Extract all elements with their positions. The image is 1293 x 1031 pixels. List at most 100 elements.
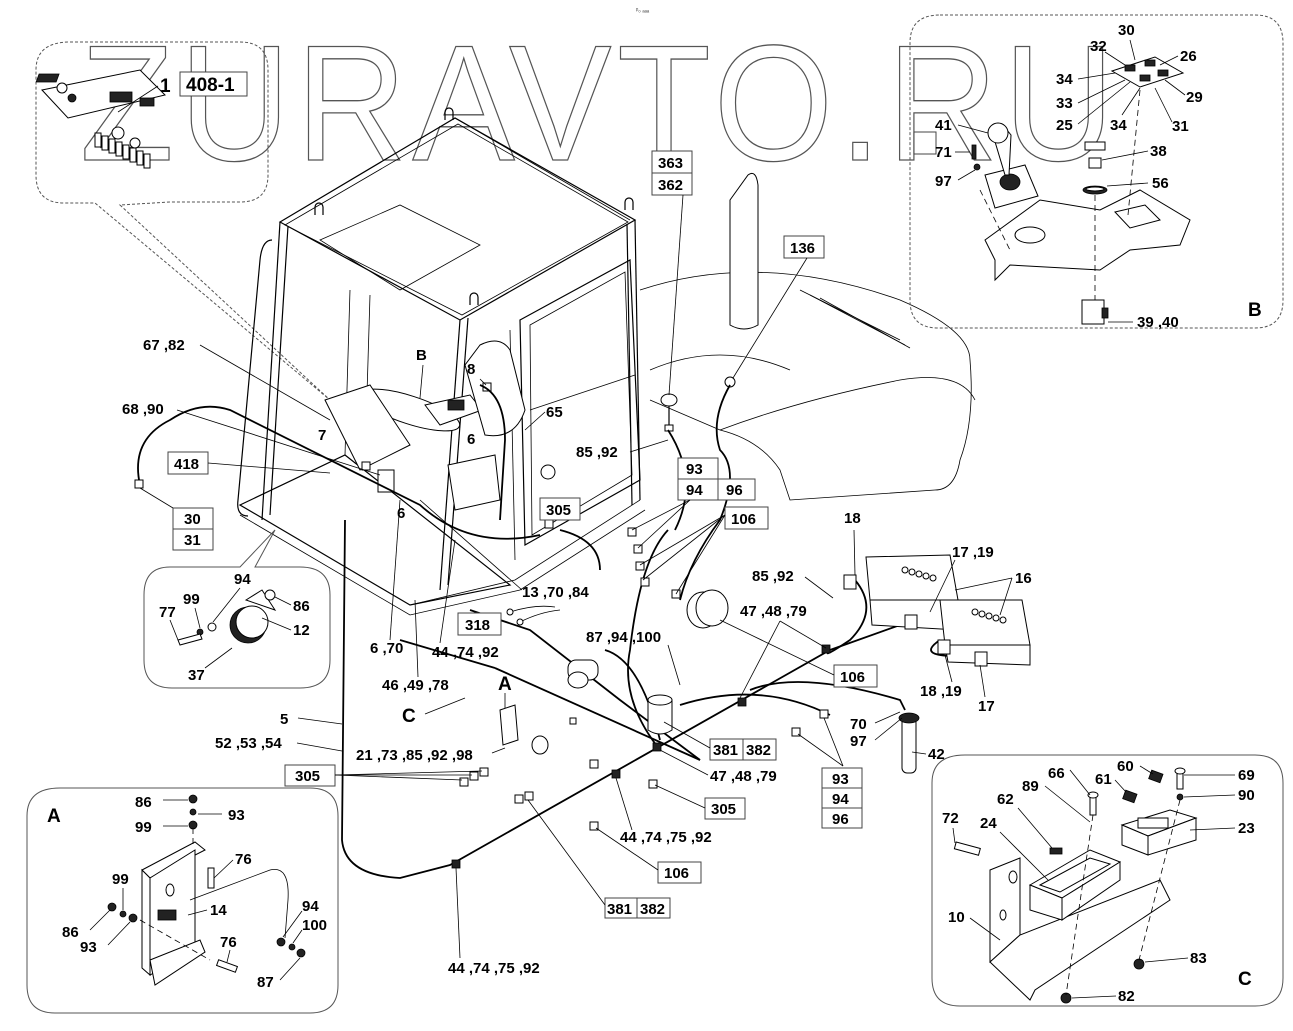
ref-box-136: 136: [732, 235, 825, 379]
detail-panel-C: 66 60 69 89 61 90 62 72 24 23 10 83 82 C: [931, 754, 1284, 1007]
ref-30: 30: [184, 511, 201, 528]
C-label-61: 61: [1095, 771, 1112, 788]
A-label-94: 94: [302, 898, 319, 915]
ref-382-mid: 382: [746, 742, 771, 759]
batteries: [843, 554, 1031, 667]
components: [499, 589, 920, 774]
ref-box-305-right: 305: [654, 784, 746, 820]
label-87-94-100: 87 ,94 ,100: [586, 629, 661, 646]
switch-panel-illustration: [35, 69, 166, 169]
ref-96-top: 96: [726, 482, 743, 499]
lamp-label-94: 94: [234, 571, 251, 588]
detail-panel-lamp: 94 99 86 77 12 37: [143, 529, 331, 689]
ref-94-top: 94: [686, 482, 703, 499]
A-label-87: 87: [257, 974, 274, 991]
B-label-32: 32: [1090, 38, 1107, 55]
A-label-86-a: 86: [135, 794, 152, 811]
lamp-label-86: 86: [293, 598, 310, 615]
label-C-main: C: [402, 706, 416, 727]
label-7: 7: [318, 427, 326, 444]
label-52-53-54: 52 ,53 ,54: [215, 735, 282, 752]
ref-box-305-cab: 305: [539, 497, 581, 521]
ref-box-106-top: 106: [639, 506, 769, 595]
ref-106-top: 106: [731, 511, 756, 528]
label-6-70: 6 ,70: [370, 640, 403, 657]
bonnet-illustration: [639, 172, 976, 501]
label-70: 70: [850, 716, 867, 733]
C-label-24: 24: [980, 815, 997, 832]
C-label-83: 83: [1190, 950, 1207, 967]
label-5: 5: [280, 711, 288, 728]
lamp-label-99: 99: [183, 591, 200, 608]
A-label-99-a: 99: [135, 819, 152, 836]
label-8: 8: [467, 361, 475, 378]
B-label-33: 33: [1056, 95, 1073, 112]
label-85-92-a: 85 ,92: [576, 444, 618, 461]
label-6-b: 6: [397, 505, 405, 522]
A-label-76-b: 76: [220, 934, 237, 951]
ref-box-93-94-96-top: 93 94 96: [631, 457, 756, 549]
ref-305-right: 305: [711, 801, 736, 818]
main-labels: 67 ,82 68 ,90 7 B 8 65 6 6 85 ,92 13 ,70…: [122, 337, 1032, 977]
label-21-73-85-92-98: 21 ,73 ,85 ,92 ,98: [356, 747, 473, 764]
ref-box-408-1: [179, 71, 248, 97]
detail-panel-dashboard: 1 408-1: [35, 41, 331, 401]
ref-305-left: 305: [295, 768, 320, 785]
C-label-69: 69: [1238, 767, 1255, 784]
ref-box-418: 418: [167, 451, 331, 475]
A-label-76-a: 76: [235, 851, 252, 868]
C-label-10: 10: [948, 909, 965, 926]
ref-box-106-bottom: 106: [595, 827, 702, 884]
label-44-74-75-92-a: 44 ,74 ,75 ,92: [620, 829, 712, 846]
C-label-82: 82: [1118, 988, 1135, 1005]
label-16: 16: [1015, 570, 1032, 587]
detail-C-title: C: [1238, 969, 1252, 990]
lamp-label-77: 77: [159, 604, 176, 621]
ref-318: 318: [465, 617, 490, 634]
ref-362: 362: [658, 177, 683, 194]
A-label-86-b: 86: [62, 924, 79, 941]
A-label-14: 14: [210, 902, 227, 919]
label-18: 18: [844, 510, 861, 527]
lamp-label-37: 37: [188, 667, 205, 684]
A-label-99-b: 99: [112, 871, 129, 888]
B-label-25: 25: [1056, 117, 1073, 134]
B-label-30: 30: [1118, 22, 1135, 39]
label-408-1: 408-1: [186, 75, 235, 96]
B-label-31: 31: [1172, 118, 1189, 135]
ref-93-bottom: 93: [832, 771, 849, 788]
ref-382-bottom: 382: [640, 901, 665, 918]
B-label-41: 41: [935, 117, 952, 134]
B-label-39-40: 39 ,40: [1137, 314, 1179, 331]
B-label-56: 56: [1152, 175, 1169, 192]
B-label-26: 26: [1180, 48, 1197, 65]
C-label-72: 72: [942, 810, 959, 827]
label-85-92-b: 85 ,92: [752, 568, 794, 585]
ref-305-cab: 305: [546, 502, 571, 519]
ref-418: 418: [174, 456, 199, 473]
A-label-93-a: 93: [228, 807, 245, 824]
label-B-main: B: [416, 347, 427, 364]
ref-box-30-31: 30 31: [139, 487, 214, 551]
label-46-49-78: 46 ,49 ,78: [382, 677, 449, 694]
label-1: 1: [160, 76, 171, 97]
detail-panel-A: A 86 93 99 76 99 14 86 93 94 100 76 87: [26, 787, 339, 1014]
A-label-93-b: 93: [80, 939, 97, 956]
ref-94-bottom: 94: [832, 791, 849, 808]
ref-136: 136: [790, 240, 815, 257]
ref-box-93-94-96-bottom: 93 94 96: [797, 717, 863, 829]
B-label-34-b: 34: [1110, 117, 1127, 134]
label-13-70-84: 13 ,70 ,84: [522, 584, 589, 601]
B-label-97: 97: [935, 173, 952, 190]
label-47-48-79-b: 47 ,48 ,79: [710, 768, 777, 785]
label-97: 97: [850, 733, 867, 750]
label-44-74-75-92-b: 44 ,74 ,75 ,92: [448, 960, 540, 977]
ref-381-bottom: 381: [607, 901, 632, 918]
ref-box-381-382-bottom: 381 382: [527, 799, 671, 919]
ref-31: 31: [184, 532, 201, 549]
antenna: [660, 393, 678, 432]
ref-box-381-382-mid: 381 382: [663, 721, 777, 761]
ref-381-mid: 381: [713, 742, 738, 759]
label-18-19: 18 ,19: [920, 683, 962, 700]
